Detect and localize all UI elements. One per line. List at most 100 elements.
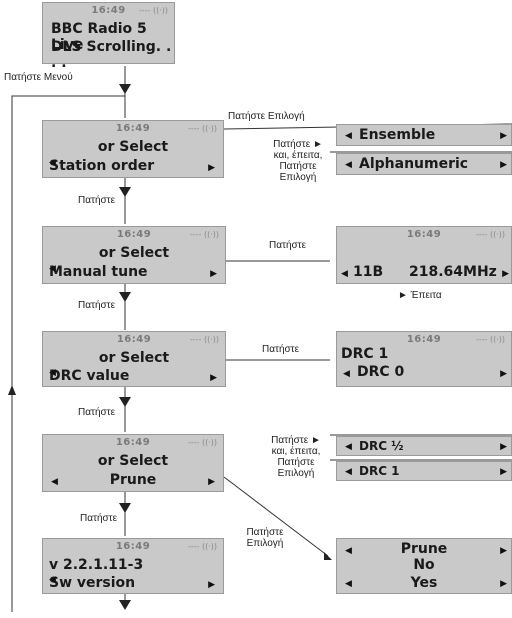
arrow-left-icon: ◀	[341, 269, 348, 279]
label-then: ► Έπειτα	[398, 290, 442, 301]
arrow-left-icon: ◀	[51, 477, 58, 487]
label-line: και, έπειτα,	[273, 150, 323, 161]
label-line: Πατήστε	[277, 457, 315, 468]
time-readout: 16:49	[116, 229, 152, 240]
arrow-right-icon: ▶	[500, 442, 507, 452]
lcd-manual-tune: 16:49 ---- ((·)) or Select ◀ Manual tune…	[42, 226, 226, 284]
prune-option-no: No	[413, 557, 435, 573]
option-drc-half: DRC ½	[359, 439, 404, 453]
menu-item-label: Manual tune	[49, 264, 148, 280]
label-line: και, έπειτα,	[271, 446, 321, 457]
arrow-left-icon: ◀	[49, 158, 56, 168]
lcd-prune: 16:49 ---- ((·)) or Select ◀ Prune ▶	[42, 434, 224, 492]
lcd-tune-result: 16:49 ---- ((·)) ◀ 11B 218.64MHz ▶	[336, 226, 512, 284]
signal-icon: ---- ((·))	[475, 335, 505, 344]
menu-hint: or Select	[98, 350, 170, 366]
time-readout: 16:49	[115, 123, 151, 134]
menu-item-prune: Prune	[109, 472, 157, 488]
lcd-station-order: 16:49 ---- ((·)) or Select ◀ Station ord…	[42, 120, 224, 178]
arrow-right-icon: ▶	[500, 160, 507, 170]
menu-item-label: DRC value	[49, 368, 130, 384]
lcd-prune-result: ◀ Prune ▶ No ◀ Yes ▶	[336, 538, 512, 594]
menu-hint: or Select	[97, 453, 169, 469]
arrow-right-icon: ▶	[500, 467, 507, 477]
signal-icon: ---- ((·))	[189, 230, 219, 239]
lcd-drc-value: 16:49 ---- ((·)) or Select ◀ DRC value ▶	[42, 331, 226, 387]
arrow-left-icon: ◀	[345, 442, 352, 452]
arrow-right-icon: ▶	[210, 269, 217, 279]
time-readout: 16:49	[115, 541, 151, 552]
label-press: Πατήστε	[78, 407, 116, 418]
label-press-then-select: Πατήστε ► και, έπειτα, Πατήστε Επιλογή	[266, 139, 330, 183]
option-ensemble: Ensemble	[359, 127, 436, 143]
tune-frequency: 218.64MHz	[409, 264, 497, 280]
menu-item-label: Station order	[49, 158, 155, 174]
prune-option-yes: Yes	[410, 575, 438, 591]
signal-icon: ---- ((·))	[189, 335, 219, 344]
label-line: Πατήστε ►	[271, 435, 321, 446]
label-press-menu: Πατήστε Μενού	[4, 72, 73, 83]
signal-icon: ---- ((·))	[187, 542, 217, 551]
signal-icon: ---- ((·))	[475, 230, 505, 239]
menu-item-station-order: ◀ Station order	[49, 158, 154, 174]
signal-icon: ---- ((·))	[138, 6, 168, 15]
station-name: BBC Radio 5 Live	[51, 21, 147, 53]
time-readout: 16:49	[115, 437, 151, 448]
arrow-left-icon: ◀	[345, 160, 352, 170]
label-line: Πατήστε	[279, 161, 317, 172]
menu-item-sw-version: ◀ Sw version	[49, 575, 135, 591]
label-press-then-select: Πατήστε ► και, έπειτα, Πατήστε Επιλογή	[262, 435, 330, 479]
time-readout: 16:49	[116, 334, 152, 345]
label-press: Πατήστε	[262, 344, 300, 355]
lcd-option-ensemble: ◀ Ensemble ▶	[336, 124, 512, 146]
dls-text: DLS Scrolling. . . .	[51, 39, 172, 71]
arrow-right-icon: ▶	[500, 546, 507, 556]
arrow-right-icon: ▶	[208, 580, 215, 590]
label-press-select: Πατήστε Επιλογή	[228, 111, 305, 122]
label-press: Πατήστε	[78, 195, 116, 206]
label-line: Επιλογή	[246, 538, 284, 549]
prune-title: Prune	[400, 541, 448, 557]
arrow-left-icon: ◀	[345, 131, 352, 141]
arrow-left-icon: ◀	[345, 546, 352, 556]
lcd-drc-result: 16:49 ---- ((·)) DRC 1 ◀ DRC 0 ▶	[336, 331, 512, 387]
arrow-left-icon: ◀	[49, 368, 56, 378]
arrow-left-icon: ◀	[49, 264, 56, 274]
label-press-select: Πατήστε Επιλογή	[240, 527, 290, 549]
option-drc-1: DRC 1	[359, 464, 400, 478]
lcd-option-drc-half: ◀ DRC ½ ▶	[336, 436, 512, 456]
label-line: Επιλογή	[279, 172, 317, 183]
drc-current: DRC 1	[341, 346, 389, 362]
arrow-left-icon: ◀	[345, 467, 352, 477]
arrow-right-icon: ▶	[210, 373, 217, 383]
arrow-left-icon: ◀	[345, 579, 352, 589]
arrow-left-icon: ◀	[343, 369, 350, 379]
signal-icon: ---- ((·))	[187, 438, 217, 447]
menu-item-label: Sw version	[49, 575, 136, 591]
menu-item-manual-tune: ◀ Manual tune	[49, 264, 148, 280]
time-readout: 16:49	[406, 229, 442, 240]
arrow-right-icon: ▶	[502, 269, 509, 279]
menu-item-drc-value: ◀ DRC value	[49, 368, 129, 384]
menu-hint: or Select	[97, 139, 169, 155]
arrow-right-icon: ▶	[500, 369, 507, 379]
label-line: Πατήστε ►	[273, 139, 323, 150]
label-press: Πατήστε	[269, 240, 307, 251]
arrow-right-icon: ▶	[208, 163, 215, 173]
arrow-right-icon: ▶	[208, 477, 215, 487]
arrow-left-icon: ◀	[49, 575, 56, 585]
option-alphanumeric: Alphanumeric	[359, 156, 469, 172]
menu-hint: or Select	[98, 245, 170, 261]
version-number: v 2.2.1.11-3	[49, 557, 144, 573]
time-readout: 16:49	[406, 334, 442, 345]
label-line: Πατήστε	[246, 527, 284, 538]
drc-option: DRC 0	[357, 364, 405, 380]
tune-channel: 11B	[353, 264, 384, 280]
label-line: Επιλογή	[277, 468, 315, 479]
time-readout: 16:49	[91, 5, 126, 16]
lcd-sw-version: 16:49 ---- ((·)) v 2.2.1.11-3 ◀ Sw versi…	[42, 538, 224, 594]
lcd-option-alphanumeric: ◀ Alphanumeric ▶	[336, 153, 512, 175]
label-press: Πατήστε	[78, 300, 116, 311]
arrow-right-icon: ▶	[500, 131, 507, 141]
